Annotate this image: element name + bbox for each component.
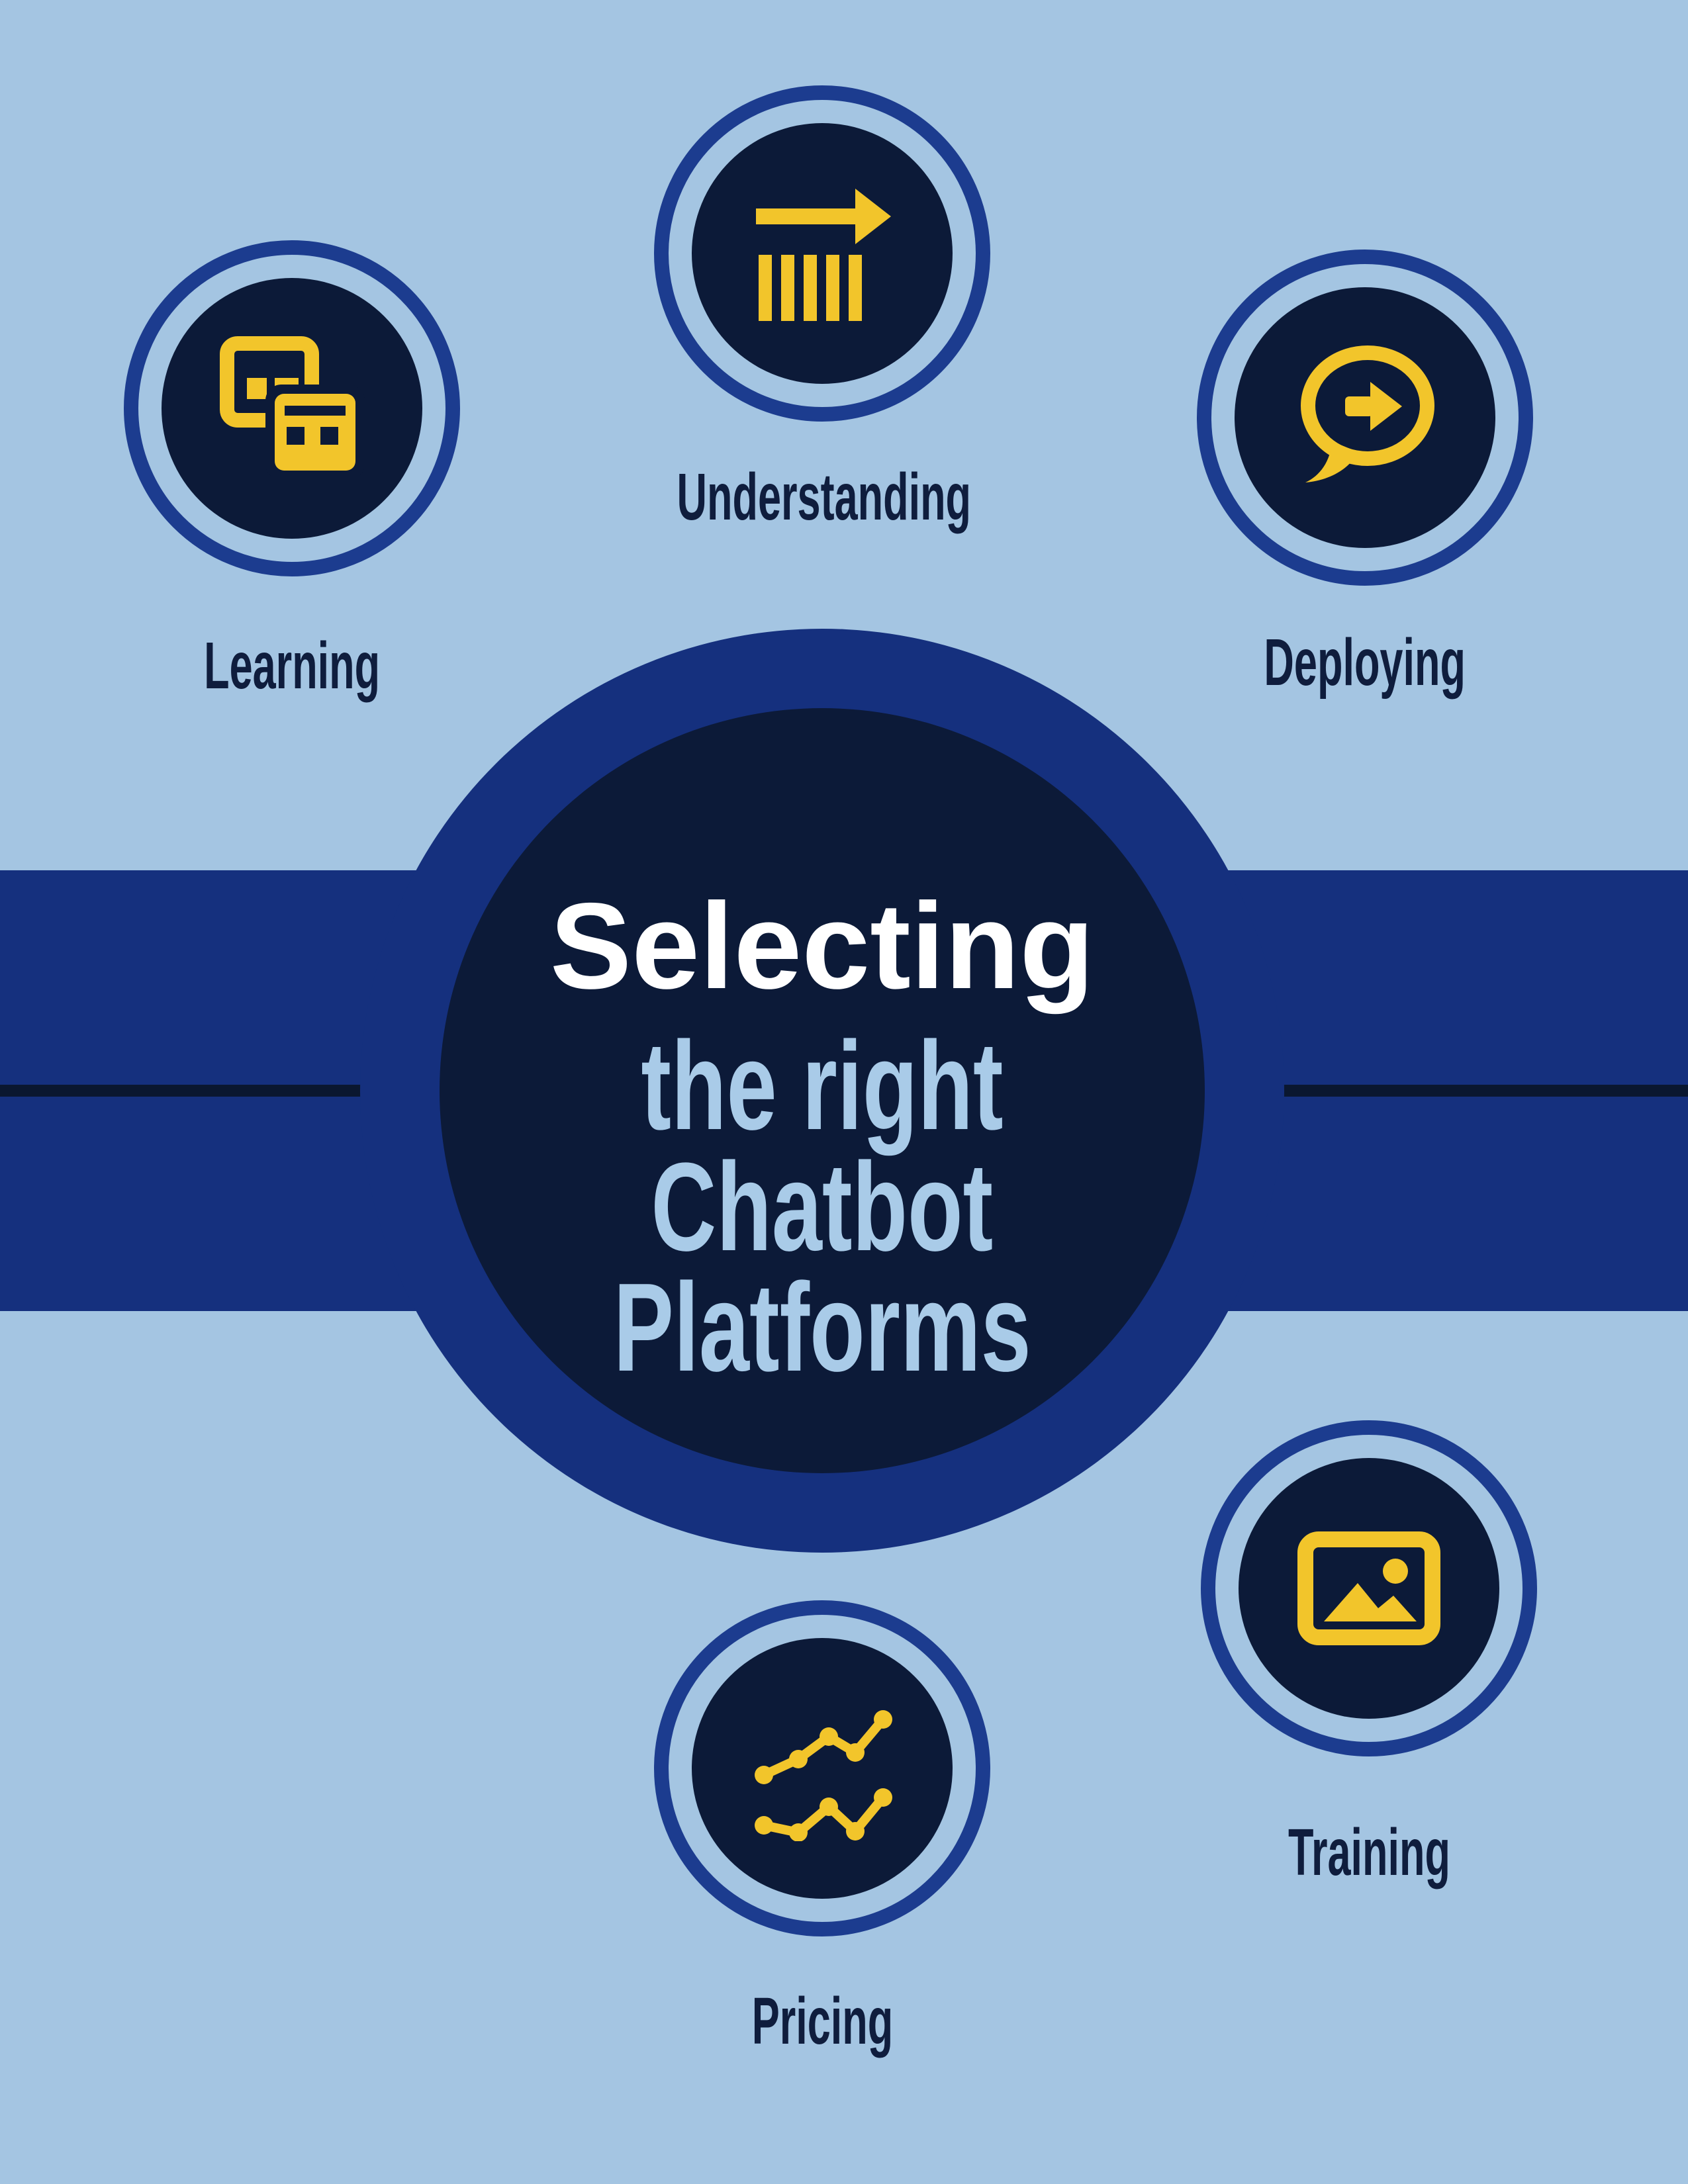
page-subtitle-line-2: Chatbot [651, 1137, 994, 1277]
page-subtitle-line-1: the right [641, 1016, 1004, 1156]
browser-windows-icon [219, 336, 365, 481]
line-chart-dots-icon [749, 1696, 895, 1842]
picture-icon [1296, 1516, 1442, 1661]
understanding-node-circle [692, 123, 953, 384]
learning-label: Learning [203, 629, 381, 703]
page-title: Selecting [549, 878, 1095, 1015]
bar-chart-arrow-icon [749, 181, 895, 326]
deploying-node-circle [1235, 287, 1495, 548]
training-label: Training [1288, 1815, 1450, 1889]
center-dark-circle [440, 708, 1205, 1473]
training-node-circle [1239, 1458, 1499, 1719]
page-subtitle-line-3: Platforms [613, 1257, 1031, 1398]
understanding-label: Understanding [677, 460, 972, 534]
speech-bubble-arrow-icon [1292, 345, 1438, 490]
pricing-node-circle [692, 1638, 953, 1899]
pricing-label: Pricing [751, 1984, 893, 2058]
deploying-label: Deploying [1264, 625, 1466, 700]
